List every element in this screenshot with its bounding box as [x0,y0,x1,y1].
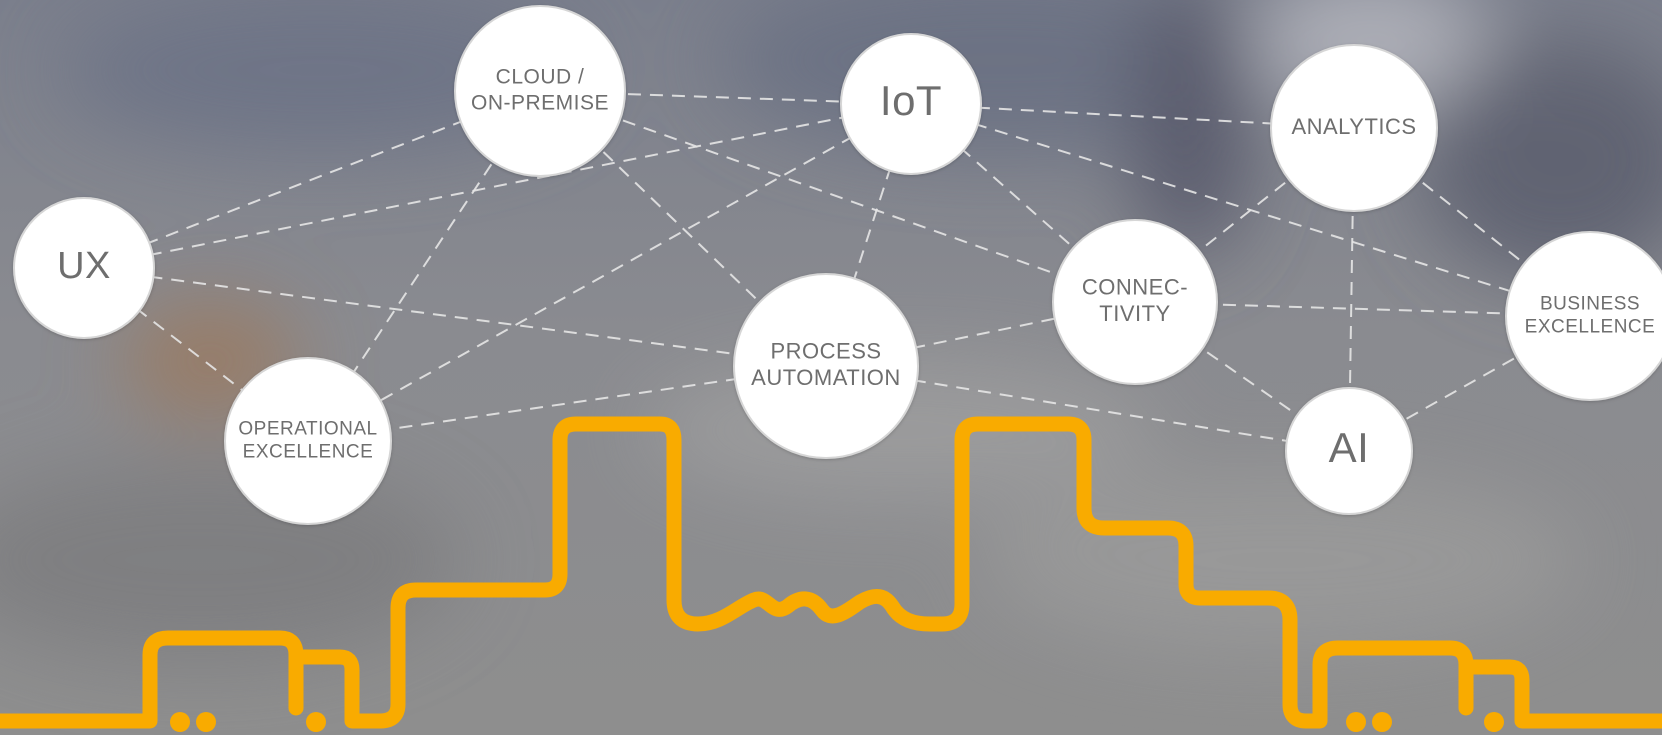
node-label: ON-PREMISE [471,91,609,114]
node-circle [13,197,155,339]
node-label: PROCESS [770,338,881,363]
node-circle [1285,387,1413,515]
node-label: ANALYTICS [1291,114,1416,139]
wheel-dot [306,712,326,732]
node-label: TIVITY [1099,301,1170,326]
connection-line-iot-analytics [910,103,1355,129]
node-label: EXCELLENCE [243,442,374,463]
node-circle [1505,231,1662,401]
node-ux: UX [13,197,155,339]
node-label: OPERATIONAL [238,418,377,439]
node-operational: OPERATIONAL EXCELLENCE [224,357,392,525]
node-business: BUSINESS EXCELLENCE [1505,231,1662,401]
connection-line-cloud-connectivity [539,90,1136,303]
node-ai: AI [1285,387,1413,515]
wheel-dot [170,712,190,732]
node-label: CLOUD / [496,66,585,89]
node-analytics: ANALYTICS [1270,44,1438,212]
node-label: BUSINESS [1540,293,1640,314]
node-circle [733,273,919,459]
topic-nodes: CLOUD /ON-PREMISE IoT ANALYTICS UX PROCESSAU… [13,5,1662,525]
node-circle [1052,219,1218,385]
node-circle [224,357,392,525]
node-label: IoT [880,77,942,124]
node-label: CONNEC- [1082,274,1188,299]
wheel-dot [1346,712,1366,732]
node-cloud: CLOUD /ON-PREMISE [454,5,626,177]
city-skyline-line [0,416,1662,732]
node-connectivity: CONNEC-TIVITY [1052,219,1218,385]
connection-line-ux-iot [83,103,912,269]
wheel-dot [196,712,216,732]
node-label: AI [1329,424,1370,471]
node-label: AUTOMATION [751,365,901,390]
connection-line-iot-operational [307,103,912,442]
node-circle [454,5,626,177]
node-iot: IoT [840,33,982,175]
node-circle [1270,44,1438,212]
node-label: EXCELLENCE [1525,317,1656,338]
wheel-dot [1484,712,1504,732]
node-label: UX [57,245,111,287]
node-circle [840,33,982,175]
wheel-dot [1372,712,1392,732]
connection-line-ux-process [83,267,827,367]
